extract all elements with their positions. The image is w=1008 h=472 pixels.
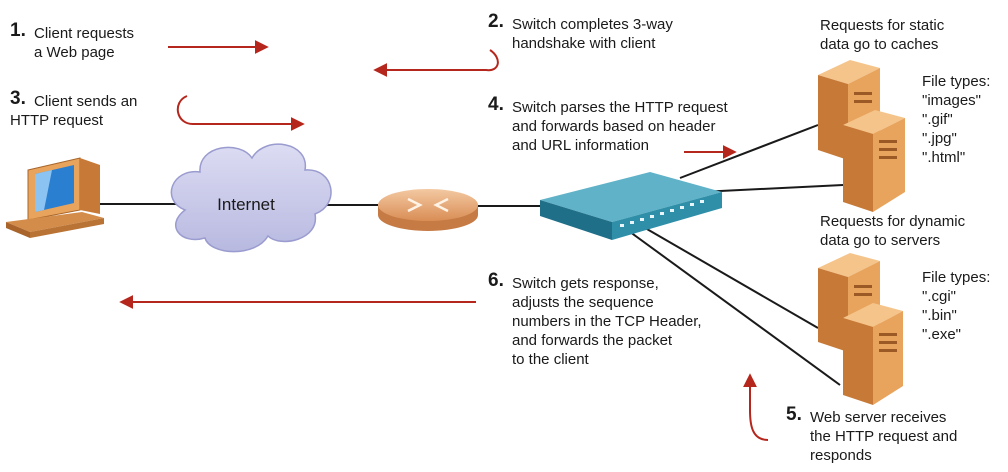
step-5-number: 5. bbox=[786, 404, 802, 425]
arrow-step-5 bbox=[743, 373, 769, 441]
step-1-number: 1. bbox=[10, 20, 26, 41]
content-switch-icon bbox=[540, 172, 722, 240]
servers-file-types-title: File types: bbox=[922, 269, 991, 286]
step-2-number: 2. bbox=[488, 11, 504, 32]
servers-heading: Requests for dynamic data go to servers bbox=[820, 212, 965, 250]
step-3-line-2: HTTP request bbox=[10, 112, 104, 129]
caches-heading: Requests for static data go to caches bbox=[820, 16, 944, 54]
caches-heading-line-1: Requests for static bbox=[820, 17, 945, 34]
step-1-line-2: a Web page bbox=[34, 44, 115, 61]
step-2-line-1: Switch completes 3-way bbox=[512, 16, 673, 33]
step-6-number: 6. bbox=[488, 270, 504, 291]
caches-file-type-item: "images" bbox=[922, 92, 982, 109]
arrow-step-3 bbox=[176, 95, 305, 131]
step-6-line-2: adjusts the sequence bbox=[512, 294, 654, 311]
step-1: 1. Client requests a Web page bbox=[10, 20, 135, 62]
step-3-number: 3. bbox=[10, 88, 26, 109]
servers-heading-line-2: data go to servers bbox=[820, 232, 941, 249]
internet-cloud-icon bbox=[170, 143, 332, 253]
step-6-line-4: and forwards the packet bbox=[512, 332, 673, 349]
flow-arrows bbox=[119, 40, 769, 441]
servers-file-types: File types: ".cgi" ".bin" ".exe" bbox=[922, 268, 990, 344]
arrow-step-2 bbox=[373, 49, 499, 77]
step-6: 6. Switch gets response, adjusts the seq… bbox=[488, 270, 702, 369]
caches-file-type-item: ".jpg" bbox=[922, 130, 957, 147]
link-switch-server-2 bbox=[625, 228, 841, 386]
servers-file-type-item: ".cgi" bbox=[922, 288, 956, 305]
cache-server-icon bbox=[818, 60, 905, 212]
client-computer-icon bbox=[6, 157, 104, 238]
step-6-line-3: numbers in the TCP Header, bbox=[512, 313, 702, 330]
caches-file-types: File types: "images" ".gif" ".jpg" ".htm… bbox=[922, 72, 990, 167]
step-3: 3. Client sends an HTTP request bbox=[10, 88, 138, 130]
step-5-line-3: responds bbox=[810, 447, 872, 464]
caches-file-type-item: ".gif" bbox=[922, 111, 953, 128]
web-server-icon bbox=[818, 253, 903, 405]
caches-file-type-item: ".html" bbox=[922, 149, 966, 166]
servers-file-type-item: ".bin" bbox=[922, 307, 957, 324]
step-4-number: 4. bbox=[488, 94, 504, 115]
servers-heading-line-1: Requests for dynamic bbox=[820, 213, 966, 230]
step-6-line-1: Switch gets response, bbox=[512, 275, 659, 292]
link-switch-cache-2 bbox=[699, 184, 844, 193]
step-5-line-2: the HTTP request and bbox=[810, 428, 958, 445]
link-switch-cache-1 bbox=[679, 124, 819, 179]
step-4: 4. Switch parses the HTTP request and fo… bbox=[488, 94, 728, 155]
internet-label: Internet bbox=[217, 195, 275, 214]
step-5-line-1: Web server receives bbox=[810, 409, 947, 426]
step-4-line-1: Switch parses the HTTP request bbox=[512, 99, 728, 116]
caches-heading-line-2: data go to caches bbox=[820, 36, 939, 53]
step-3-line-1: Client sends an bbox=[34, 93, 138, 110]
step-2-line-2: handshake with client bbox=[512, 35, 656, 52]
step-4-line-3: and URL information bbox=[512, 137, 650, 154]
caches-file-types-title: File types: bbox=[922, 73, 991, 90]
step-6-line-5: to the client bbox=[512, 351, 589, 368]
router-icon bbox=[378, 189, 478, 231]
link-switch-server-1 bbox=[639, 224, 819, 329]
step-5: 5. Web server receives the HTTP request … bbox=[786, 404, 958, 465]
network-links bbox=[100, 124, 844, 386]
step-4-line-2: and forwards based on header bbox=[512, 118, 716, 135]
step-1-line-1: Client requests bbox=[34, 25, 135, 42]
step-2: 2. Switch completes 3-way handshake with… bbox=[488, 11, 673, 53]
servers-file-type-item: ".exe" bbox=[922, 326, 962, 343]
